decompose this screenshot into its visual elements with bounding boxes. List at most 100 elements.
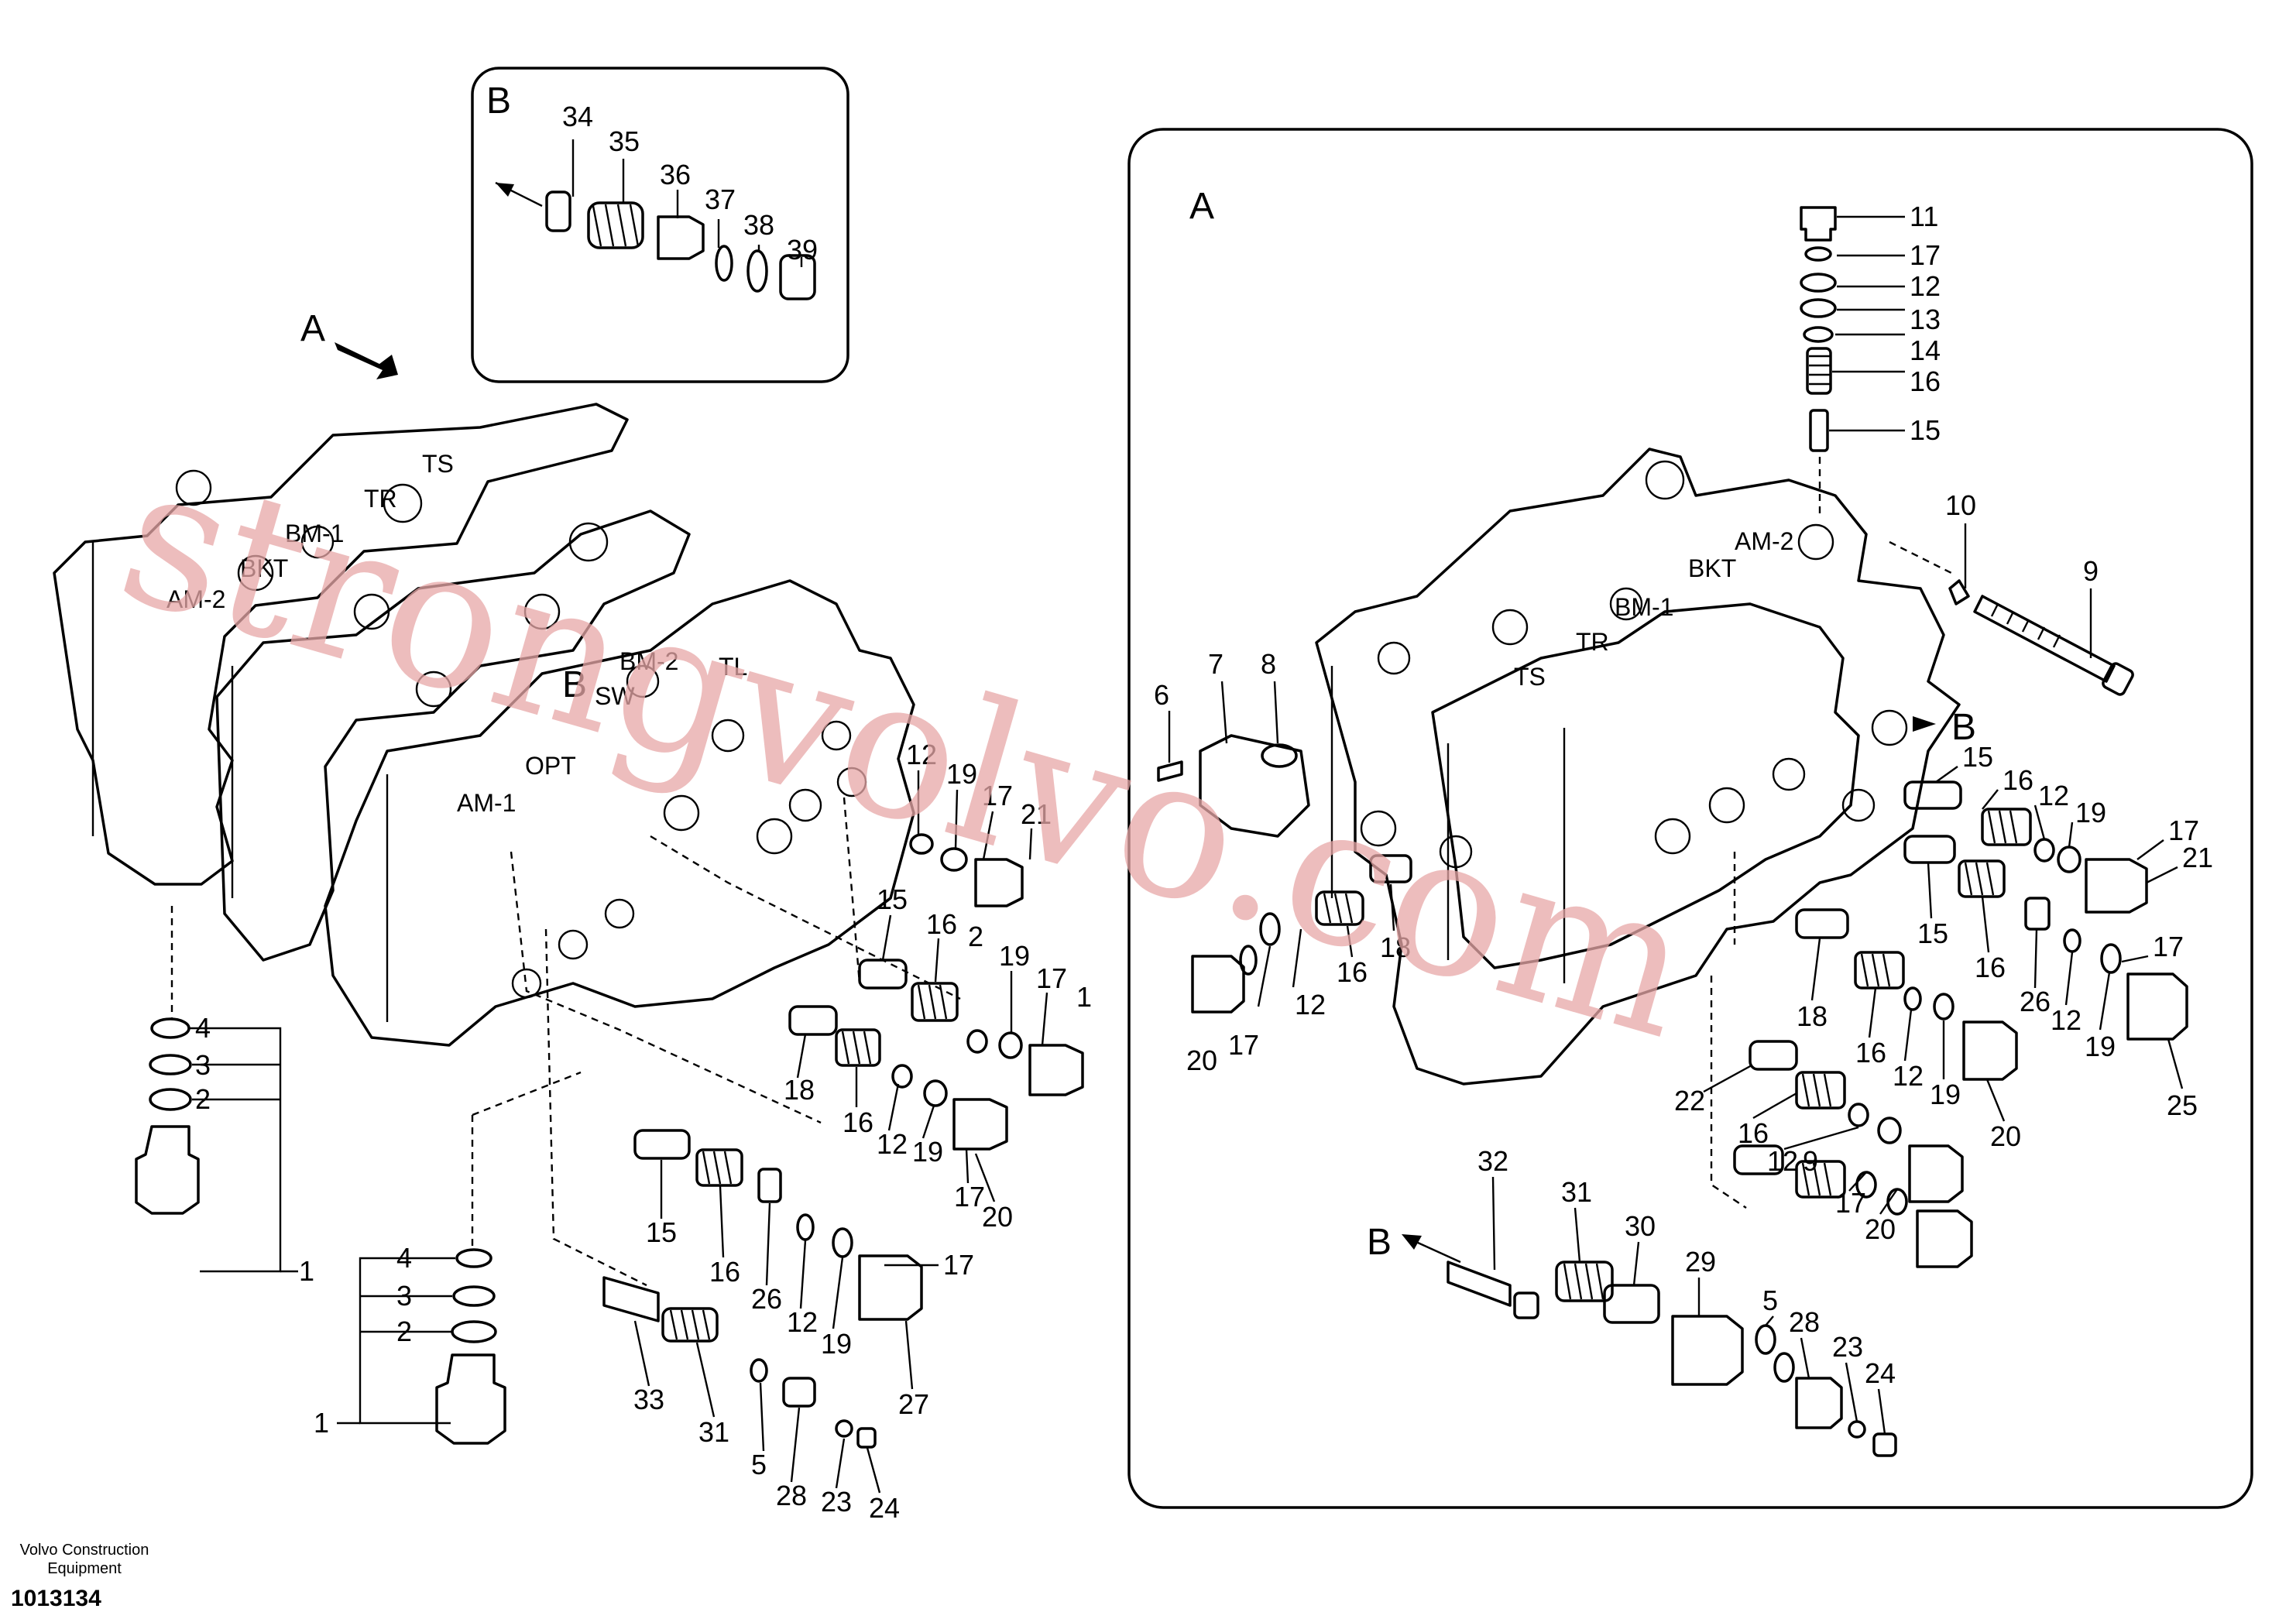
right-valve-block [1315,448,1961,1086]
svg-text:BM-1: BM-1 [285,520,344,547]
svg-text:17: 17 [1835,1187,1866,1219]
svg-text:19: 19 [912,1136,943,1168]
svg-text:16: 16 [1975,952,2006,983]
svg-text:3: 3 [396,1280,412,1312]
arrow-a-label: A [300,308,325,349]
detail-b-spool-parts [495,181,816,300]
svg-text:AM-2: AM-2 [166,585,225,613]
svg-text:27: 27 [898,1388,929,1420]
svg-text:19: 19 [2085,1031,2116,1062]
svg-text:2: 2 [195,1083,211,1115]
svg-text:16: 16 [843,1106,873,1138]
callout-39: 39 [787,234,818,266]
svg-text:5: 5 [751,1449,767,1480]
callout-38: 38 [743,209,774,241]
flow-b-label: B [1367,1222,1392,1263]
arrow-a-icon [335,342,398,379]
svg-text:17: 17 [2153,931,2184,962]
manufacturer-label: Volvo Construction Equipment [19,1542,149,1577]
svg-text:20: 20 [1990,1120,2021,1152]
svg-text:25: 25 [2167,1089,2198,1121]
svg-text:12: 12 [1893,1060,1924,1092]
svg-text:TS: TS [1514,663,1546,691]
svg-text:15: 15 [1917,918,1948,949]
callout-36: 36 [660,159,691,190]
svg-text:17: 17 [982,780,1013,811]
left-callouts: 4 3 2 1 4 3 2 1 12 19 17 21 15 16 2 19 1… [195,739,1092,1524]
svg-text:2: 2 [968,921,983,952]
detail-a-label: A [1189,186,1214,227]
svg-text:OPT: OPT [525,752,576,780]
svg-text:24: 24 [1865,1357,1896,1389]
port-b-right-label: B [1951,707,1976,748]
svg-text:16: 16 [926,908,957,940]
svg-text:3: 3 [195,1049,211,1081]
svg-text:29: 29 [1685,1246,1716,1278]
svg-text:21: 21 [2182,842,2213,873]
svg-text:16: 16 [1910,365,1941,397]
left-fittings [135,906,582,1445]
svg-text:1: 1 [314,1407,329,1439]
detail-b-label: B [486,81,511,122]
svg-text:20: 20 [982,1201,1013,1233]
svg-text:13: 13 [1910,304,1941,335]
svg-text:31: 31 [1561,1176,1592,1208]
svg-text:16: 16 [1738,1117,1769,1149]
svg-text:AM-1: AM-1 [457,789,516,817]
svg-text:11: 11 [1910,201,1938,232]
port-b-left-label: B [562,664,587,705]
svg-text:28: 28 [776,1480,807,1511]
svg-text:30: 30 [1625,1210,1656,1242]
detail-a-frame [1127,128,2253,1509]
svg-text:21: 21 [1021,798,1052,830]
svg-text:BKT: BKT [1688,554,1736,582]
svg-text:TR: TR [364,485,397,513]
callout-35: 35 [609,125,640,157]
svg-text:15: 15 [646,1216,677,1248]
svg-text:9: 9 [1803,1145,1818,1177]
right-relief-stack [1800,206,2134,696]
svg-text:4: 4 [195,1012,211,1044]
svg-text:SW: SW [595,682,635,710]
svg-text:33: 33 [633,1384,664,1415]
svg-text:16: 16 [1855,1037,1886,1068]
svg-text:15: 15 [877,883,908,915]
right-port-tags: AM-2 BKT BM-1 TR TS [1514,527,1793,691]
svg-text:12: 12 [1910,270,1941,302]
svg-text:17: 17 [2168,815,2199,846]
svg-text:16: 16 [2003,764,2033,796]
flow-b-arrow-icon [1402,1234,1422,1250]
svg-text:26: 26 [2020,986,2051,1017]
svg-text:6: 6 [1154,679,1169,711]
svg-text:1: 1 [299,1255,314,1287]
svg-text:15: 15 [1910,414,1941,446]
svg-text:12: 12 [877,1128,908,1160]
svg-text:12: 12 [2051,1004,2082,1036]
right-callout-leaders [1168,681,2184,1435]
svg-text:2: 2 [396,1315,412,1347]
svg-text:31: 31 [698,1416,729,1448]
svg-text:28: 28 [1789,1306,1820,1338]
diagram-number: 1013134 [11,1586,101,1611]
svg-text:16: 16 [1337,956,1368,988]
svg-text:20: 20 [1186,1044,1217,1076]
svg-text:8: 8 [1261,648,1276,680]
svg-text:TR: TR [1576,628,1609,656]
svg-text:18: 18 [1380,931,1411,963]
callout-34: 34 [562,101,593,132]
svg-text:10: 10 [1945,489,1976,521]
svg-text:17: 17 [954,1181,985,1213]
svg-text:BKT: BKT [240,554,288,582]
svg-text:12: 12 [2038,780,2069,811]
left-valve-block [53,403,915,1047]
svg-text:19: 19 [1930,1079,1961,1110]
svg-text:12: 12 [787,1306,818,1338]
svg-text:15: 15 [1962,741,1993,773]
svg-text:17: 17 [943,1249,974,1281]
svg-text:4: 4 [396,1242,412,1274]
svg-text:1: 1 [1076,981,1092,1013]
svg-text:19: 19 [2075,797,2106,828]
svg-text:AM-2: AM-2 [1735,527,1793,555]
svg-text:12: 12 [1767,1145,1798,1177]
